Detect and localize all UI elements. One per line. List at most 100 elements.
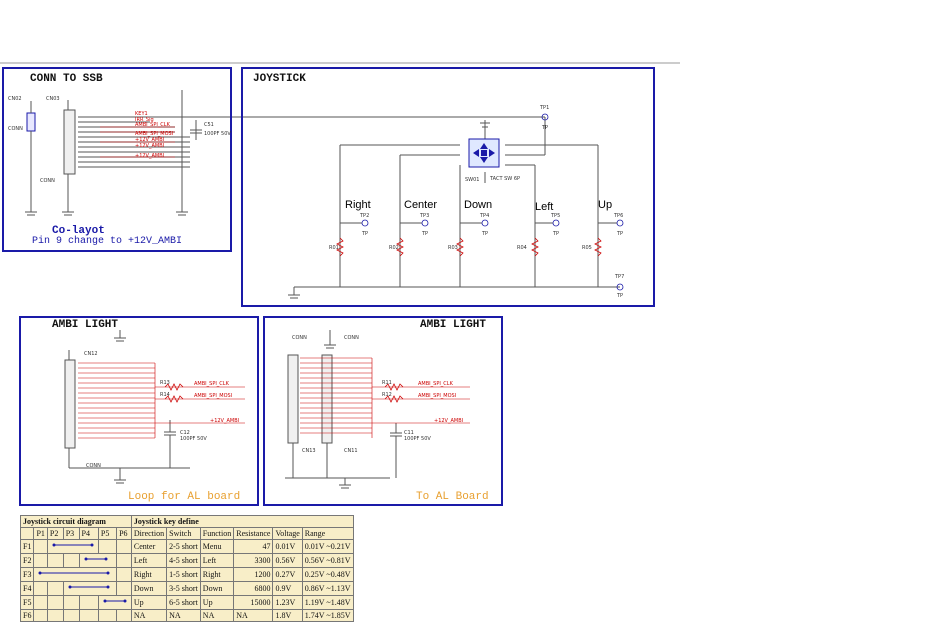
r03-label: R03: [448, 245, 458, 251]
table-header-row: P1 P2 P3 P4 P5 P6 Direction Switch Funct…: [19, 527, 354, 540]
ambi-left-net-clk: AMBI_SPI_CLK: [194, 381, 229, 387]
joystick-label-right: Right: [345, 199, 371, 211]
row-switch: 4-5 short: [166, 553, 201, 568]
row-range: 0.86V ~1.13V: [301, 581, 354, 596]
switch-part: TACT SW 6P: [490, 176, 521, 182]
row-direction: Down: [130, 581, 168, 596]
ref-c51-value: 100PF 50V: [204, 131, 231, 137]
row-voltage: 0.9V: [272, 581, 303, 596]
row-range: 0.25V ~0.48V: [301, 567, 354, 582]
tp7-sub: TP: [617, 293, 624, 299]
header-p4: P4: [78, 527, 99, 540]
joystick-label-down: Down: [464, 199, 493, 211]
ambi-right-net-clk: AMBI_SPI_CLK: [418, 381, 453, 387]
switch-ref: SW01: [465, 177, 480, 183]
row-function: Left: [199, 553, 235, 568]
header-direction: Direction: [130, 527, 168, 540]
tp6-label: TP6: [614, 213, 624, 219]
joystick-panel: [241, 67, 655, 307]
conn-to-ssb-panel: [2, 67, 232, 252]
table-row: F4 Down 3-5 short Down 6800 0.9V 0.86V ~…: [19, 581, 354, 596]
row-direction: NA: [130, 609, 168, 622]
row-range: 1.74V ~1.85V: [301, 609, 354, 622]
row-f: F4: [19, 581, 35, 596]
row-resistance: 3300: [233, 553, 274, 568]
row-function: Menu: [199, 539, 235, 554]
tp7-label: TP7: [615, 274, 625, 280]
ref-c12-value: 100PF 50V: [180, 436, 207, 442]
tp6-sub: TP: [617, 231, 624, 237]
ref-r11: R11: [382, 380, 392, 386]
row-resistance: NA: [233, 609, 274, 622]
row-resistance: 1200: [233, 567, 274, 582]
row-function: Right: [199, 567, 235, 582]
net-12v-ambi-a: +12V_AMBI: [135, 137, 165, 143]
joystick-label-up: Up: [598, 199, 613, 211]
row-function: NA: [199, 609, 235, 622]
row-f: F2: [19, 553, 35, 568]
row-direction: Center: [130, 539, 168, 554]
ambi-left-net-12v: +12V_AMBI: [210, 418, 240, 424]
header-p6: P6: [116, 527, 132, 540]
tp4-sub: TP: [482, 231, 489, 237]
ambi-light-right-panel: [263, 316, 503, 506]
r05-label: R05: [582, 245, 592, 251]
right-table-title: Joystick key define: [130, 515, 354, 528]
table-row: F3 Right 1-5 short Right 1200 0.27V 0.25…: [19, 567, 354, 582]
ref-conn-a: CONN: [8, 126, 23, 132]
ref-c11-value: 100PF 50V: [404, 436, 431, 442]
ref-r13: R13: [160, 380, 170, 386]
ref-conn-b: CONN: [40, 178, 55, 184]
tp2-label: TP2: [360, 213, 370, 219]
net-irr-sig: IRR_Sig: [135, 117, 154, 123]
table-title-row: Joystick circuit diagram Joystick key de…: [20, 515, 354, 528]
row-voltage: 1.23V: [272, 595, 303, 610]
ambi-right-net-mosi: AMBI_SPI_MOSI: [418, 393, 457, 399]
ambi-left-net-mosi: AMBI_SPI_MOSI: [194, 393, 233, 399]
ambi-left-title: AMBI LIGHT: [52, 319, 119, 331]
row-switch: NA: [166, 609, 201, 622]
tp4-label: TP4: [480, 213, 490, 219]
ref-conn-r1: CONN: [292, 335, 307, 341]
ref-c51: C51: [204, 122, 214, 128]
header-switch: Switch: [166, 527, 201, 540]
header-blank: [19, 527, 35, 540]
row-f: F5: [19, 595, 35, 610]
row-direction: Up: [130, 595, 168, 610]
row-voltage: 0.01V: [272, 539, 303, 554]
row-f: F1: [19, 539, 35, 554]
table-row: F6 NA NA NA NA 1.8V 1.74V ~1.85V: [19, 609, 354, 622]
joystick-label-left: Left: [535, 201, 554, 213]
net-12v-ambi-c: +12V_AMBI: [135, 153, 165, 159]
row-voltage: 0.56V: [272, 553, 303, 568]
joystick-label-center: Center: [404, 199, 438, 211]
row-range: 1.19V ~1.48V: [301, 595, 354, 610]
header-range: Range: [301, 527, 354, 540]
joystick-panel-title: JOYSTICK: [253, 73, 306, 85]
net-ambi-spi-clk: AMBI_SPI_CLK: [135, 122, 170, 128]
tp2-sub: TP: [362, 231, 369, 237]
table-row: F5 Up 6-5 short Up 15000 1.23V 1.19V ~1.…: [19, 595, 354, 610]
header-resistance: Resistance: [233, 527, 274, 540]
ambi-right-net-12v: +12V_AMBI: [434, 418, 464, 424]
ambi-light-left-panel: [19, 316, 259, 506]
tp5-sub: TP: [553, 231, 560, 237]
conn-panel-title: CONN TO SSB: [30, 73, 103, 85]
ambi-left-footer: Loop for AL board: [128, 491, 241, 503]
row-resistance: 15000: [233, 595, 274, 610]
tp3-label: TP3: [420, 213, 430, 219]
header-voltage: Voltage: [272, 527, 303, 540]
header-p5: P5: [97, 527, 118, 540]
header-p2: P2: [46, 527, 64, 540]
ref-cn11: CN11: [344, 448, 358, 454]
ref-cn02: CN02: [8, 96, 22, 102]
row-direction: Right: [130, 567, 168, 582]
row-range: 0.56V ~0.81V: [301, 553, 354, 568]
row-switch: 1-5 short: [166, 567, 201, 582]
row-range: 0.01V ~0.21V: [301, 539, 354, 554]
row-function: Down: [199, 581, 235, 596]
ref-r12: R12: [382, 392, 392, 398]
left-table-title: Joystick circuit diagram: [20, 515, 132, 528]
table-row: F2 Left 4-5 short Left 3300 0.56V 0.56V …: [19, 553, 354, 568]
ref-cn03: CN03: [46, 96, 60, 102]
